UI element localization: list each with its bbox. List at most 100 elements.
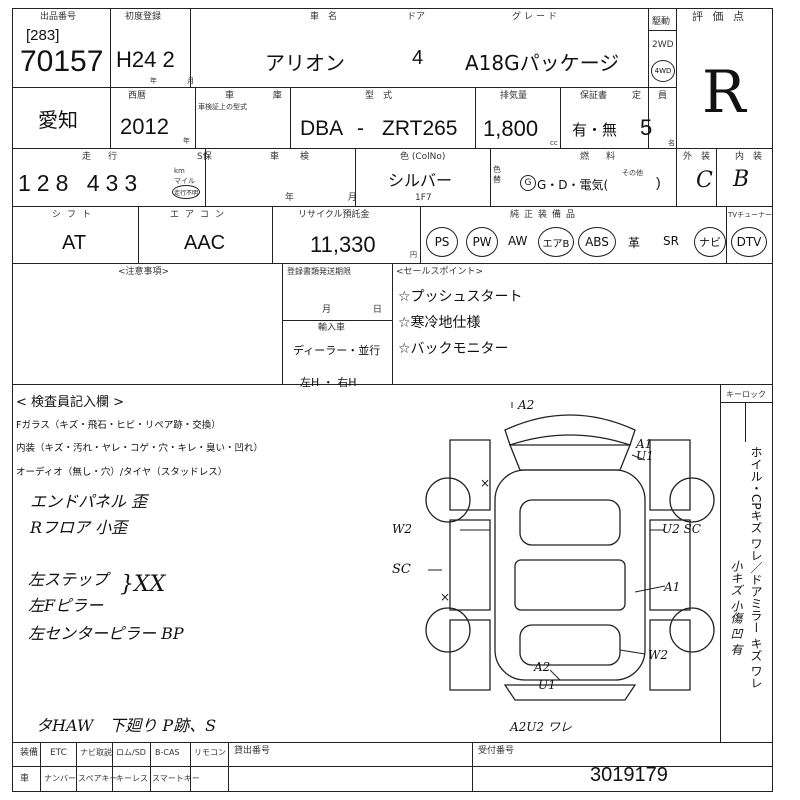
color-code: 1F7 — [415, 193, 432, 203]
note-4: 左Fピラー — [28, 596, 104, 615]
shift: AT — [62, 232, 87, 254]
registration-label: 車 庫 — [225, 91, 288, 101]
model-code-label: 型 式 — [365, 91, 393, 101]
cc-unit: cc — [550, 139, 558, 147]
model-code: ZRT265 — [382, 117, 458, 140]
warranty-label: 保証書 — [580, 91, 608, 101]
footer-label-smartkey: スマートキー — [152, 774, 200, 783]
inspector-interior: 内装（キズ・汚れ・ヤレ・コゲ・穴・キレ・臭い・凹れ） — [16, 443, 264, 454]
displacement-label: 排気量 — [500, 91, 528, 101]
mileage-unit: km — [174, 167, 185, 175]
inspector-audio: オーディオ（無し・穴）/タイヤ（スタッドレス） — [16, 467, 228, 478]
model-year: 2012 — [120, 114, 169, 139]
aircon-label: エアコン — [170, 210, 231, 220]
grade-label: グレード — [512, 12, 561, 22]
equipment-label: 純正装備品 — [510, 210, 581, 220]
footer-label-keyless: キーレス — [116, 774, 148, 783]
score-label: 評 価 点 — [692, 10, 747, 23]
lot-bracket: [283] — [26, 27, 60, 44]
mark-right-w2sc: U2 SC — [662, 522, 701, 536]
import-type: ディーラー・並行 — [293, 344, 381, 357]
note-2: Rフロア 小歪 — [30, 518, 128, 537]
drive-label: 駆動 — [652, 17, 671, 27]
year-unit: 年 — [183, 137, 190, 145]
equip-navi: ナビ — [694, 227, 726, 257]
footer-label-navi: ナビ取説 — [80, 748, 112, 757]
displacement: 1,800 — [483, 116, 539, 141]
mark-left-sc: SC — [392, 562, 411, 577]
drive-2wd: 2WD — [652, 40, 674, 50]
mark-left-w2: W2 — [392, 522, 412, 536]
equip-abs: ABS — [578, 227, 616, 257]
equip-sr: SR — [663, 234, 679, 248]
mark-rear-a2: A2 — [534, 660, 551, 674]
frame-right — [772, 8, 774, 792]
lot-label: 出品番号 — [40, 12, 77, 22]
footer-label-number: ナンバー — [44, 774, 76, 783]
fuel-g-circled: G — [520, 175, 536, 191]
tv-label: TVチューナー — [728, 211, 773, 219]
mark-right-front: A1 U1 — [636, 437, 654, 463]
side-note: ホイル・CPキズ ワレ／ドアミラー キズ ワレ — [749, 446, 763, 690]
import-label: 輸入車 — [318, 323, 346, 333]
sales-point-1: ☆プッシュスタート — [398, 289, 523, 305]
note-3: 左ステップ — [28, 570, 109, 589]
aircon: AAC — [184, 232, 226, 254]
fuel-label: 燃 料 — [580, 152, 620, 162]
mark-right-w2: W2 — [648, 648, 668, 662]
mileage-options: マイル — [174, 177, 195, 185]
grade: A18Gパッケージ — [465, 51, 620, 75]
capacity-unit: 名 — [668, 139, 675, 147]
mileage-label: 走 行 — [82, 152, 122, 162]
note-5: 左センターピラー BP — [28, 624, 184, 643]
bottom-note: タHAW 下廻り P跡、S — [36, 716, 217, 735]
sales-label: <セールスポイント> — [396, 267, 484, 277]
registration-note: 車検証上の型式 — [198, 103, 247, 111]
exterior: C — [696, 168, 713, 193]
color: シルバー — [388, 171, 453, 190]
year-month-unit: 年 月 — [150, 77, 209, 85]
yen-unit: 円 — [410, 251, 417, 259]
sales-point-2: ☆寒冷地仕様 — [398, 315, 481, 331]
mark-x-2: × — [440, 590, 451, 604]
interior: B — [733, 167, 750, 192]
side-note-2: 小キズ 小傷 凹 有 — [729, 560, 743, 656]
footer-label-remote: リモコン — [194, 748, 226, 757]
fuel-other: その他 — [622, 169, 643, 177]
fuel: G・D・電気( — [537, 178, 609, 192]
doors-label: ドア — [407, 12, 426, 22]
recycle: 11,330 — [310, 232, 376, 257]
car-diagram-icon — [425, 402, 715, 701]
footer-label-spare: スペアキー — [78, 774, 118, 783]
sticker-label: S保 — [197, 152, 212, 162]
note-1: エンドパネル 歪 — [30, 492, 148, 511]
handle: 左H ・ 右H — [300, 376, 357, 389]
model-year-label: 西暦 — [128, 91, 147, 101]
frame-left — [12, 8, 14, 792]
caution-label: <注意事項> — [118, 267, 170, 277]
car-name-label: 車 名 — [310, 12, 338, 22]
equip-ps: PS — [426, 227, 458, 257]
rental-label: 貸出番号 — [234, 746, 271, 756]
warranty: 有・無 — [572, 121, 618, 139]
fuel-close: ) — [656, 174, 661, 190]
frame-bottom — [12, 791, 773, 793]
color-change: 色替 — [493, 165, 501, 184]
interior-label: 内 装 — [735, 152, 763, 162]
lot-number: 70157 — [20, 45, 104, 78]
exterior-label: 外 装 — [683, 152, 711, 162]
mark-bottom: A2U2 ワレ — [510, 720, 572, 734]
equip-dtv: DTV — [731, 227, 767, 257]
mark-rear-u1: U1 — [538, 678, 556, 692]
color-label: 色 (ColNo) — [400, 152, 446, 162]
equip-airbag: エアB — [538, 227, 574, 257]
first-reg-label: 初度登録 — [125, 12, 162, 22]
note-xx: }XX — [120, 572, 166, 597]
inspection-label: 車 検 — [270, 152, 316, 162]
car-name: アリオン — [265, 51, 345, 75]
deadline-month-day: 月 日 — [322, 305, 392, 315]
mark-right-a1: A1 — [664, 580, 681, 594]
inspector-title: < 検査員記入欄 > — [16, 395, 125, 410]
capacity-label: 定 員 — [632, 91, 672, 101]
shift-label: シフト — [52, 210, 98, 220]
